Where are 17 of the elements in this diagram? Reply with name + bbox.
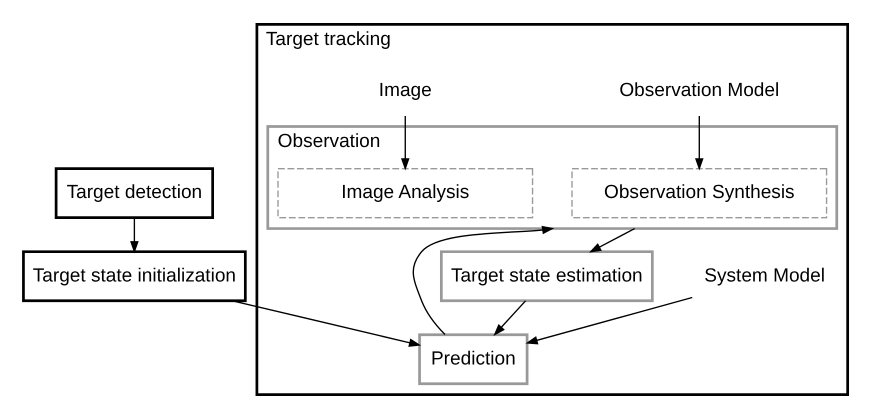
arrow [130,218,139,254]
node-text: Image [378,80,432,102]
node-box: Target detection [54,167,214,220]
node-box: Target state estimation [440,250,654,302]
arrow [589,228,636,253]
arrow [400,116,410,170]
arrow [695,116,704,170]
node-text: Observation Model [619,80,780,102]
arrow [232,300,422,347]
arrow [412,226,554,335]
arrow [525,296,692,344]
node-box: Observation Synthesis [571,168,828,218]
arrow [493,300,526,336]
node-text: System Model [704,265,825,286]
node-box: Image Analysis [277,168,534,218]
node-box: Prediction [418,333,528,386]
node-box: Target state initialization [22,250,247,302]
